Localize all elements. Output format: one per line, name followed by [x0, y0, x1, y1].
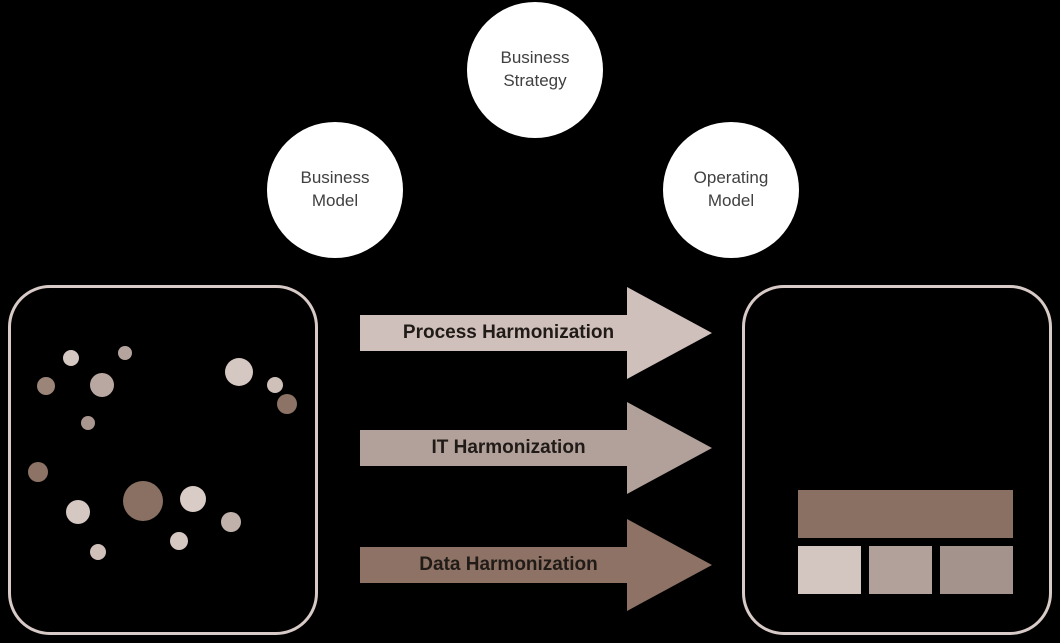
arrow-process-harmonization-body: Process Harmonization	[360, 315, 627, 351]
node-business-model-label: Business Model	[300, 168, 370, 210]
node-business-model: Business Model	[267, 122, 403, 258]
dot	[37, 377, 55, 395]
dot	[28, 462, 48, 482]
dot	[90, 544, 106, 560]
arrow-data-harmonization-body: Data Harmonization	[360, 547, 627, 583]
arrow-it-harmonization-body: IT Harmonization	[360, 430, 627, 466]
dots-layer	[11, 288, 315, 632]
blocks-layer	[745, 288, 1049, 632]
dot	[180, 486, 206, 512]
arrow-it-harmonization: IT Harmonization	[360, 402, 712, 494]
arrow-it-harmonization-head	[627, 402, 712, 494]
arrow-process-harmonization-head	[627, 287, 712, 379]
harmonized-bar	[798, 490, 1013, 538]
dot	[123, 481, 163, 521]
dot	[81, 416, 95, 430]
dot	[221, 512, 241, 532]
dot	[225, 358, 253, 386]
arrow-process-harmonization-label: Process Harmonization	[402, 322, 615, 343]
dot	[170, 532, 188, 550]
dot	[63, 350, 79, 366]
node-operating-model-label: Operating Model	[693, 168, 769, 210]
harmonized-block-3	[940, 546, 1013, 594]
harmonized-landscape-box	[742, 285, 1052, 635]
arrow-process-harmonization: Process Harmonization	[360, 287, 712, 379]
node-business-strategy-label: Business Strategy	[500, 48, 570, 90]
arrow-data-harmonization-label: Data Harmonization	[419, 554, 598, 575]
arrow-it-harmonization-label: IT Harmonization	[431, 437, 586, 458]
dot	[267, 377, 283, 393]
arrow-data-harmonization-head	[627, 519, 712, 611]
node-operating-model: Operating Model	[663, 122, 799, 258]
dot	[90, 373, 114, 397]
fragmented-landscape-box	[8, 285, 318, 635]
harmonized-block-1	[798, 546, 861, 594]
harmonized-block-2	[869, 546, 932, 594]
dot	[118, 346, 132, 360]
node-business-strategy: Business Strategy	[467, 2, 603, 138]
dot	[66, 500, 90, 524]
dot	[277, 394, 297, 414]
arrow-data-harmonization: Data Harmonization	[360, 519, 712, 611]
